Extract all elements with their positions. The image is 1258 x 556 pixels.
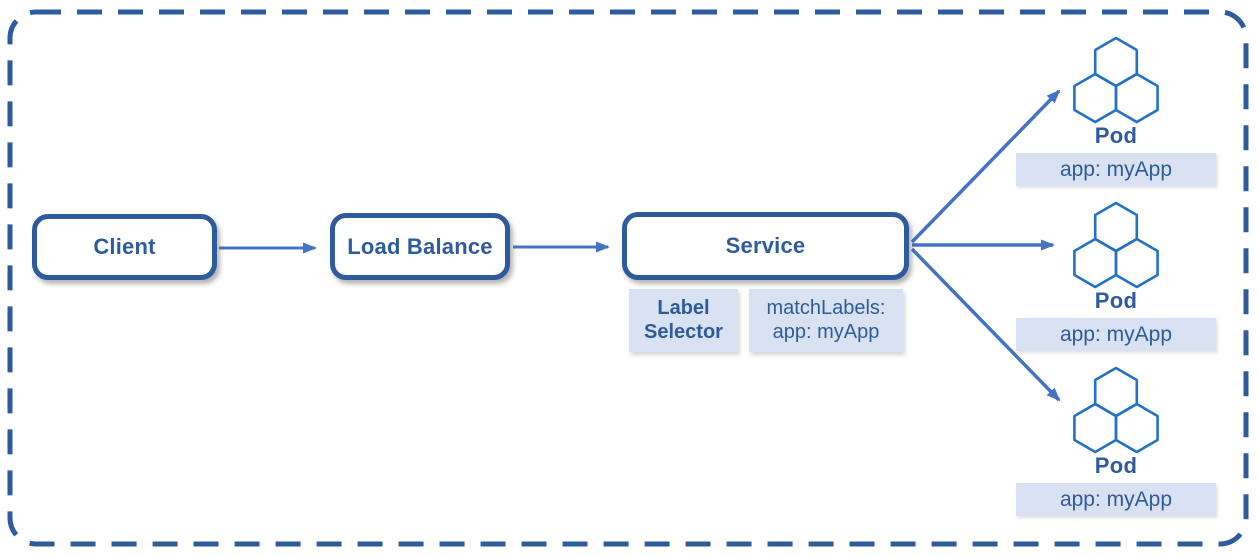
match-labels-chip: matchLabels: app: myApp xyxy=(749,289,903,352)
pod-tag-chip: app: myApp xyxy=(1016,153,1216,186)
client-node-label: Client xyxy=(93,234,156,259)
pod-hexagon-icon xyxy=(1073,366,1159,454)
pod-tag-chip: app: myApp xyxy=(1016,318,1216,351)
pod-tag-text: app: myApp xyxy=(1059,487,1173,511)
arrow-service-to-pod-1 xyxy=(910,89,1061,244)
pod-hexagon-icon xyxy=(1073,36,1159,124)
pod-group-2: Pod app: myApp xyxy=(1016,201,1216,351)
client-node: Client xyxy=(32,214,217,280)
pod-label: Pod xyxy=(1094,453,1138,478)
pod-tag-chip: app: myApp xyxy=(1016,483,1216,516)
diagram-dashed-border xyxy=(7,9,1249,547)
service-node: Service xyxy=(622,212,909,280)
pod-tag-text: app: myApp xyxy=(1059,322,1173,346)
arrow-service-to-pod-3 xyxy=(910,247,1061,402)
label-selector-text: Label Selector xyxy=(644,296,723,343)
match-labels-text: matchLabels: app: myApp xyxy=(766,296,886,343)
pod-group-1: Pod app: myApp xyxy=(1016,36,1216,186)
pod-hexagon-icon xyxy=(1073,201,1159,289)
service-node-label: Service xyxy=(725,233,806,258)
label-selector-chip: Label Selector xyxy=(629,289,738,352)
pod-tag-text: app: myApp xyxy=(1059,157,1173,181)
pod-label: Pod xyxy=(1094,123,1138,148)
load-balance-node: Load Balance xyxy=(330,213,510,280)
pod-group-3: Pod app: myApp xyxy=(1016,366,1216,516)
pod-label: Pod xyxy=(1094,288,1138,313)
load-balance-node-label: Load Balance xyxy=(347,233,493,259)
